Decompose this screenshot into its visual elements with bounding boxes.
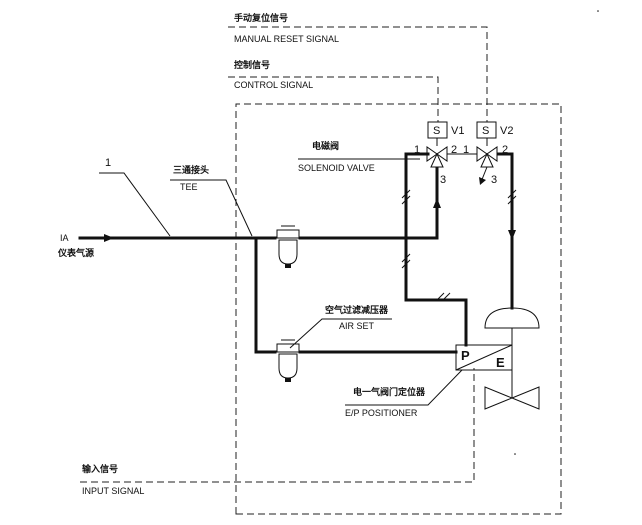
ia-label-en: IA	[60, 233, 69, 243]
control-signal-line	[228, 76, 439, 122]
v2-port-2: 2	[502, 144, 508, 156]
input-signal-line	[80, 368, 475, 483]
line-number-label: 1	[105, 157, 111, 169]
positioner-label-en: E/P POSITIONER	[345, 408, 418, 418]
supply-filter	[276, 225, 300, 268]
v1-port-1: 1	[414, 144, 420, 156]
diaphragm-actuator	[484, 307, 540, 398]
v2-port-1: 1	[463, 144, 469, 156]
solenoid-label-en: SOLENOID VALVE	[298, 163, 375, 173]
v1-name: V1	[451, 125, 464, 137]
solenoid-valve-v1	[426, 121, 456, 176]
airset-label-en: AIR SET	[339, 321, 375, 331]
positioner-e-letter: E	[496, 355, 505, 370]
tee-branch-line	[254, 236, 277, 354]
v1-port-3: 3	[440, 174, 446, 186]
v2-name: V2	[500, 125, 513, 137]
solenoid-valve-v2	[465, 121, 498, 185]
v1-to-positioner-line	[404, 152, 468, 347]
filter-outlet-line	[298, 166, 439, 240]
v2-to-actuator-line	[496, 152, 514, 310]
manual-reset-signal-line	[228, 26, 488, 122]
airset-label-cn: 空气过滤减压器	[325, 304, 389, 316]
manual-reset-label-cn: 手动复位信号	[234, 12, 288, 24]
positioner-label-cn: 电一气阀门定位器	[353, 386, 426, 398]
tee-fitting	[248, 237, 264, 246]
tee-label-en: TEE	[180, 182, 198, 192]
ep-positioner	[455, 344, 513, 371]
v1-coil-letter: S	[433, 125, 440, 137]
tee-leader	[170, 179, 253, 237]
control-signal-label-cn: 控制信号	[234, 59, 270, 71]
manual-reset-label-en: MANUAL RESET SIGNAL	[234, 34, 339, 44]
input-signal-label-cn: 输入信号	[82, 463, 118, 475]
tee-label-cn: 三通接头	[173, 164, 209, 176]
scan-speck	[514, 453, 516, 455]
input-signal-label-en: INPUT SIGNAL	[82, 486, 144, 496]
scan-speck	[597, 10, 599, 12]
v1-inlet-arrow	[433, 198, 441, 208]
v2-port-3: 3	[491, 174, 497, 186]
line-number-leader	[99, 172, 171, 237]
actuator-flow-arrow	[508, 230, 516, 240]
control-signal-label-en: CONTROL SIGNAL	[234, 80, 313, 90]
positioner-p-letter: P	[461, 348, 470, 363]
control-valve-body	[484, 386, 540, 410]
v2-coil-letter: S	[482, 125, 489, 137]
air-set	[276, 339, 300, 382]
supply-flow-arrow	[104, 234, 114, 242]
ia-label-cn: 仪表气源	[57, 247, 94, 259]
positioner-leader	[345, 369, 463, 406]
solenoid-label-cn: 电磁阀	[312, 140, 339, 152]
pipe-break-marks	[401, 189, 517, 302]
v1-port-2: 2	[451, 144, 457, 156]
airset-leader	[289, 318, 392, 349]
